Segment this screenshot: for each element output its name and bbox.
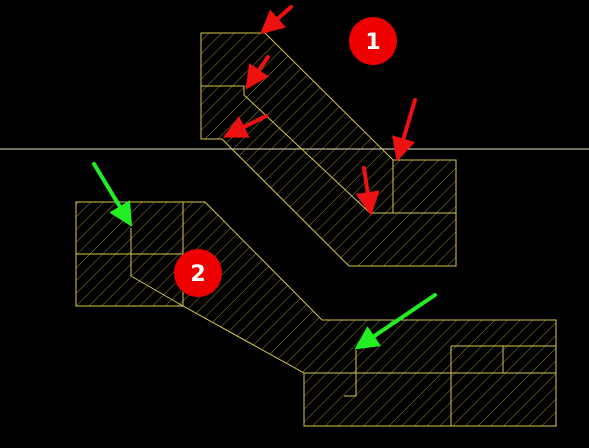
marker-2-badge (174, 249, 222, 297)
red-arrow-icon (222, 114, 268, 138)
red-arrow-icon (355, 166, 380, 216)
marker-2-label: 2 (190, 262, 205, 287)
red-arrow-icon (392, 98, 417, 162)
green-arrow-icon (92, 162, 133, 227)
profile-1-outline (200, 32, 457, 267)
red-arrow-icon (259, 5, 293, 35)
hatched-profile-2[interactable] (75, 201, 557, 427)
green-arrows (92, 162, 437, 350)
marker-1-label: 1 (365, 30, 380, 55)
profile-2-edge (130, 275, 184, 307)
profile-2-outline (75, 201, 557, 427)
green-arrow-icon (354, 293, 437, 350)
red-arrow-icon (245, 55, 270, 90)
marker-1-badge (349, 17, 397, 65)
marker-2[interactable]: 2 (174, 249, 222, 297)
marker-1[interactable]: 1 (349, 17, 397, 65)
red-arrows (222, 5, 417, 216)
